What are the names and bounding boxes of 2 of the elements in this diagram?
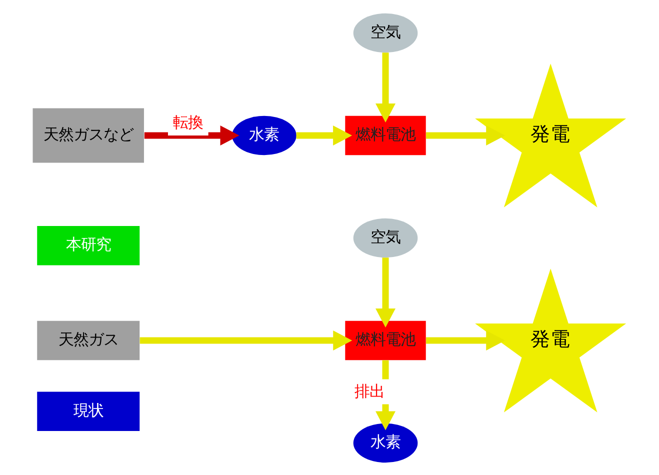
edge-label: 排出 [354,382,384,400]
edge-label: 転換 [172,113,203,132]
